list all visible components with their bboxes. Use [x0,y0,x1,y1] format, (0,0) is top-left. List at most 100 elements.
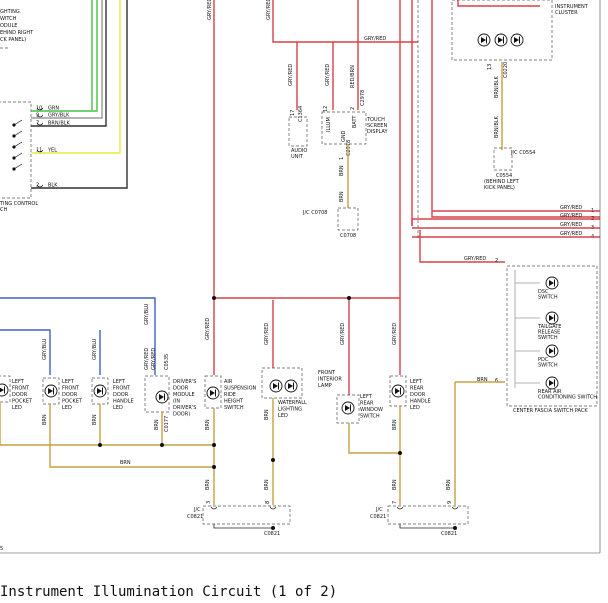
component-label: POCKET [12,399,33,405]
wire-color-label: BRN/BLK [494,75,500,98]
component-label: HEIGHT [224,399,244,405]
rear-handle-box [389,375,407,407]
component-label: WATERFALL [278,400,307,406]
component-label: LED [410,405,420,411]
wire-color-label: GRY/RED [264,323,270,345]
audio-unit-label: AUDIO [291,148,307,154]
fascia-switch-label: CONDITIONING SWITCH [538,395,597,401]
component-label: (IN [173,399,180,405]
component-label: SWITCH [360,414,380,420]
component-label: FRONT [318,370,336,376]
footer-mark-label: 5 [0,546,3,552]
brn-pocket-ground [49,404,214,468]
component-label: POCKET [62,399,83,405]
splice-dot [398,451,402,455]
led-diode-icon [549,348,554,354]
wire-color-label: GRY/RED [325,64,331,86]
component-label: LEFT [410,379,423,385]
wire-color-label: BRN [264,479,270,490]
wire-color-label: BRN [120,460,131,466]
connector-label: C2978 [360,90,366,106]
lighting-control-label: TING CONTROL [0,201,38,207]
wire-color-label: GRY/RED [288,64,294,86]
gry-red-feed-2 [272,0,418,43]
pin-label: 17 [290,110,296,116]
component-label: FRONT [12,386,30,392]
splice-dot [271,526,275,530]
connector-label: C0177 [164,416,170,432]
junction-label: J/C C0554 [510,150,535,156]
pin-connector-icon [396,506,404,510]
component-label: LIGHTING [278,407,302,413]
fascia-switch-label: RELEASE [538,330,560,336]
led-diode-icon [97,388,102,394]
component-label: LEFT [113,379,126,385]
wire-color-label: BRN [92,414,98,425]
connector-label: C0821 [441,531,457,537]
wire-color-label: GRY/RED [560,231,582,237]
component-label: AIR [224,379,233,385]
component-label: LEFT [12,379,25,385]
jc-c0708-box [337,207,359,231]
pin-connector-icon [36,149,44,153]
pin-label: 6 [495,378,498,384]
touch-screen-box [321,111,367,145]
splice-dot [160,443,164,447]
pin-connector-icon [36,107,44,111]
wire-color-label: GRY/RED [560,213,582,219]
led-diode-icon [549,280,554,286]
component-label: SUSPENSION [224,386,257,392]
led-diode-icon [288,383,293,389]
component-label: DRIVER'S [173,379,196,385]
component-label: DOOR [113,392,129,398]
led-diode-icon [273,383,278,389]
wire-color-label: GRY/RED [392,323,398,345]
component-label: SWITCH [224,405,244,411]
splice-dot [347,296,351,300]
fascia-switch-label: TAILGATE [537,324,561,330]
switch-arm-icon [13,141,23,148]
wire-color-label: GRY/RED [205,318,211,340]
led-box [42,377,60,405]
instrument-cluster-label: INSTRUMENT [555,4,589,10]
led-box [0,375,11,403]
component-label: FRONT [113,386,131,392]
pin-connector-icon [36,184,44,188]
audio-unit-label: UNIT [291,154,304,160]
diagram-caption: Instrument Illumination Circuit (1 of 2) [0,584,338,600]
gry-blu-top-bus [0,297,156,375]
fascia-switch-label: SWITCH [538,295,558,301]
pin-connector-icon [36,122,44,126]
jc-c0554-location-label: (BEHIND LEFT [484,179,520,185]
pin-label: 12 [323,106,329,112]
wire-3 [31,0,121,154]
connector-label: C1364 [298,106,304,122]
jc-c0554-box [493,147,513,171]
wire-color-label: GRY/RED [560,222,582,228]
wire-color-label: BRN [264,409,270,420]
component-label: LEFT [360,394,373,400]
rear-window-box [336,394,360,424]
fascia-title-label: CENTER FASCIA SWITCH PACK [513,408,588,414]
pin-connector-icon [451,506,459,510]
wire-color-label: GRY/RED [464,256,486,262]
driver-door-module-box [144,375,170,413]
connector-label: C0821 [187,514,203,520]
pin-connector-icon [210,506,218,510]
switch-arm-icon [13,163,23,170]
wire-color-label: YEL [47,148,57,154]
air-suspension-box [204,375,222,409]
wire-1 [31,0,103,119]
jc-c0821-right-box [387,505,469,525]
waterfall-box [261,367,303,399]
pin-connector-icon [269,506,277,510]
wire-color-label: BRN [154,419,160,430]
lighting-control-label: CH [0,207,7,213]
led-diode-icon [345,405,350,411]
led-diode-icon [210,390,215,396]
component-label: LED [12,405,22,411]
connector-label: C0821 [264,531,280,537]
cluster-internal-wire [457,0,540,7]
component-label: LED [113,405,123,411]
wire-color-label: BRN [446,479,452,490]
